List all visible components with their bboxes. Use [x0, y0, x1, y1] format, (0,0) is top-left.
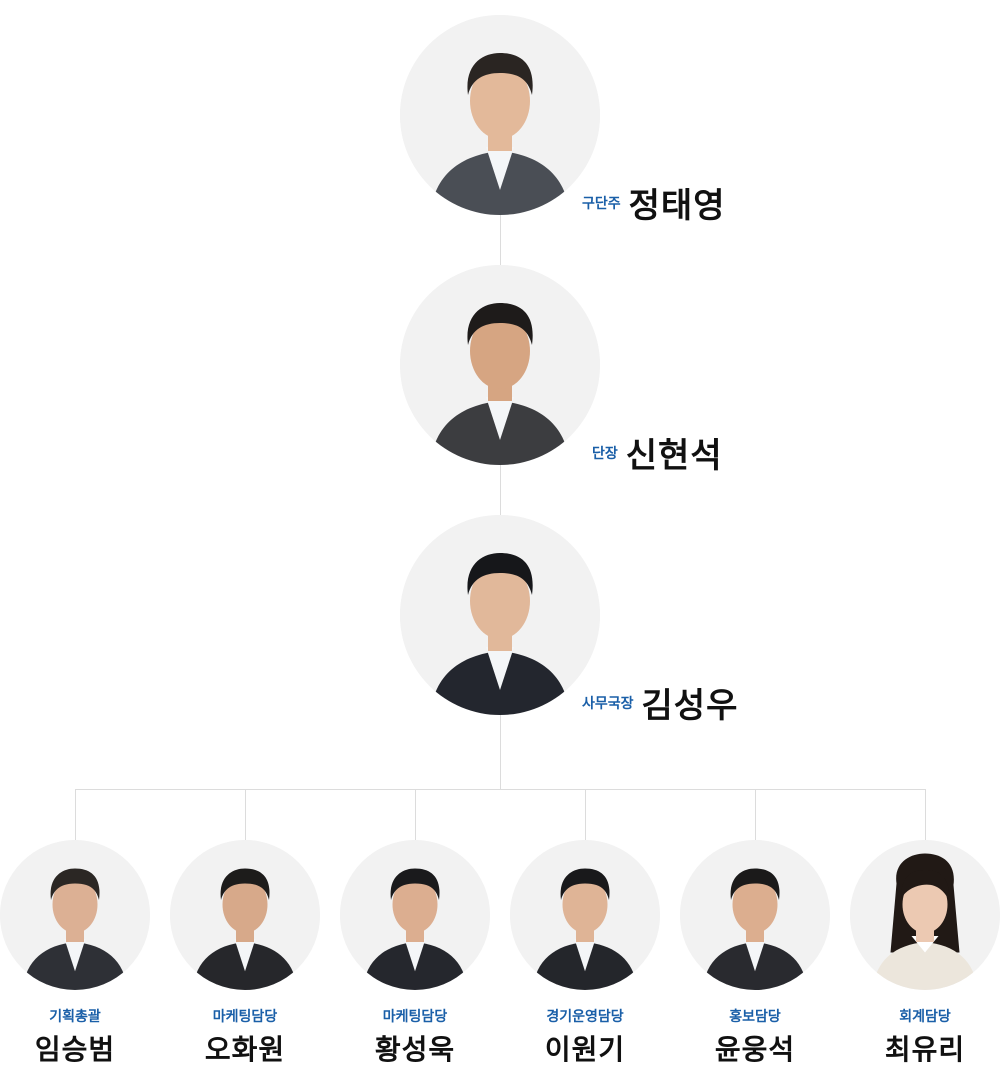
staff-name: 윤웅석: [714, 1033, 796, 1066]
leader-role: 구단주: [582, 195, 621, 212]
leader-name: 김성우: [641, 686, 739, 726]
staff-role: 회계담당: [899, 1009, 951, 1025]
staff-card: 홍보담당 윤웅석: [680, 840, 830, 1068]
staff-photo: [850, 840, 1000, 990]
staff-role: 마케팅담당: [382, 1009, 448, 1025]
staff-photo: [510, 840, 660, 990]
leader-role: 단장: [592, 445, 618, 462]
staff-card: 회계담당 최유리: [850, 840, 1000, 1068]
staff-role: 기획총괄: [49, 1009, 101, 1025]
connector-drop: [755, 789, 756, 841]
leader-name: 정태영: [628, 186, 726, 226]
staff-card: 경기운영담당 이원기: [510, 840, 660, 1068]
staff-photo: [0, 840, 150, 990]
staff-role: 경기운영담당: [546, 1009, 624, 1025]
connector-horizontal: [75, 789, 926, 790]
staff-name: 최유리: [884, 1033, 966, 1066]
leader-name: 신현석: [625, 436, 723, 476]
staff-card: 마케팅담당 오화원: [170, 840, 320, 1068]
staff-photo: [340, 840, 490, 990]
staff-card: 마케팅담당 황성욱: [340, 840, 490, 1068]
leader-label-owner: 구단주 정태영: [582, 178, 725, 227]
leader-photo-general-manager: [400, 265, 600, 465]
staff-name: 황성욱: [374, 1033, 456, 1066]
staff-card: 기획총괄 임승범: [0, 840, 150, 1068]
leader-photo-secretary-general: [400, 515, 600, 715]
connector-drop: [415, 789, 416, 841]
staff-name: 오화원: [204, 1033, 286, 1066]
leader-photo-owner: [400, 15, 600, 215]
staff-name: 이원기: [544, 1033, 626, 1066]
connector-drop: [75, 789, 76, 841]
staff-role: 홍보담당: [729, 1009, 781, 1025]
staff-name: 임승범: [34, 1033, 116, 1066]
leader-label-secretary-general: 사무국장 김성우: [582, 678, 738, 727]
connector-vertical-main: [500, 215, 501, 790]
staff-role: 마케팅담당: [212, 1009, 278, 1025]
connector-drop: [585, 789, 586, 841]
leader-label-general-manager: 단장 신현석: [592, 428, 723, 477]
connector-drop: [925, 789, 926, 841]
leader-role: 사무국장: [582, 695, 634, 712]
connector-drop: [245, 789, 246, 841]
staff-photo: [680, 840, 830, 990]
staff-photo: [170, 840, 320, 990]
